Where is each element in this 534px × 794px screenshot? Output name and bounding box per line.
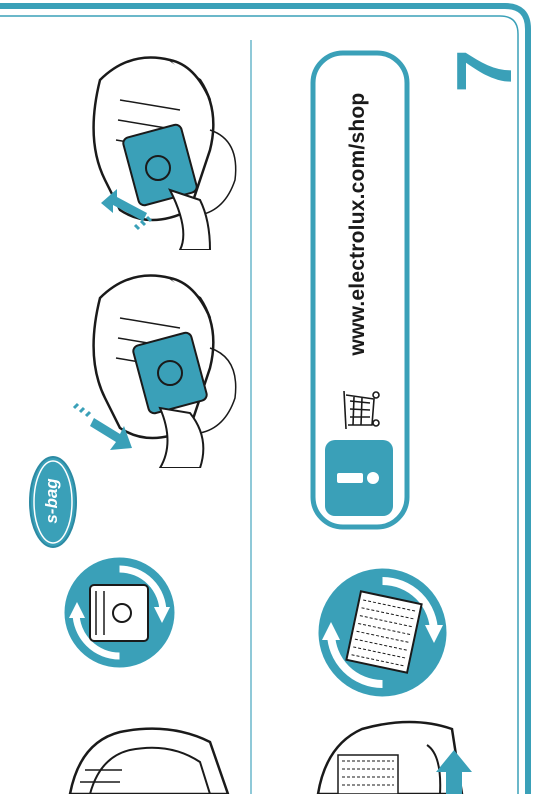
info-icon xyxy=(325,440,393,516)
step-number: 7 xyxy=(445,36,515,106)
rotate-replace-icon xyxy=(62,555,177,670)
vacuum-closed-illustration xyxy=(60,722,230,794)
direction-arrow-icon xyxy=(430,742,480,794)
shop-url[interactable]: www.electrolux.com/shop xyxy=(346,74,374,374)
pull-out-arrow xyxy=(95,185,155,240)
shopping-cart-icon xyxy=(336,385,384,433)
rotate-replace-filter-icon xyxy=(315,565,450,700)
push-in-arrow xyxy=(70,400,140,455)
s-bag-label: s-bag xyxy=(42,468,64,534)
